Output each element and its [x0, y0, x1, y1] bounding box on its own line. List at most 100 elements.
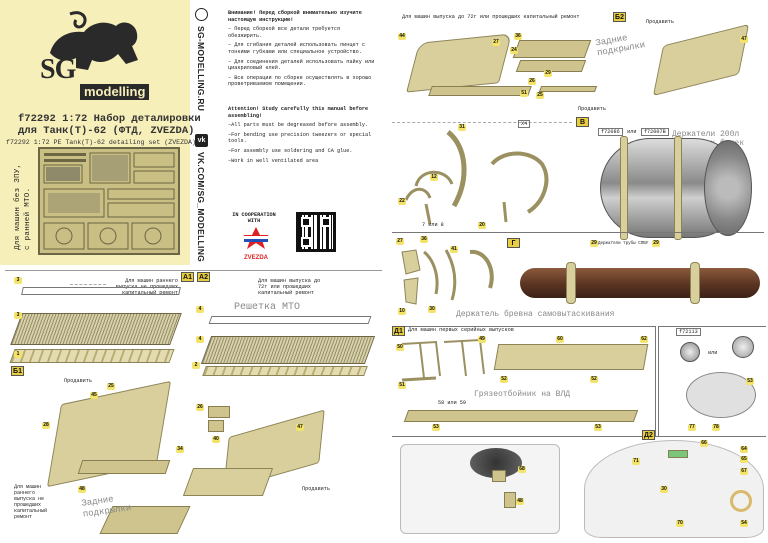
d2-bracket-a [492, 470, 506, 482]
part-number: 3 [14, 277, 22, 284]
part-number: 29 [652, 240, 660, 247]
part-number: 22 [398, 198, 406, 205]
part-number: 41 [450, 246, 458, 253]
part-number: 51 [398, 382, 406, 389]
part-number: 30 [428, 306, 436, 313]
b2-prodavit-top: Продавить [646, 19, 675, 25]
b1-prodavit-right: Продавить [302, 486, 331, 492]
part-number: 77 [688, 424, 696, 431]
logo-modelling-text: modelling [80, 84, 150, 100]
cooperation-label: IN COOPERATION WITH [232, 212, 276, 224]
part-number: 44 [398, 33, 406, 40]
part-number: 10 [398, 308, 406, 315]
b2-rail [428, 86, 532, 96]
part-number: 62 [640, 336, 648, 343]
instructions-en-item: –All parts must be degreased before asse… [228, 122, 369, 129]
part-number: 51 [520, 90, 528, 97]
part-number: 52 [500, 376, 508, 383]
part-number: 27 [492, 39, 500, 46]
web-column: SG-MODELLING.RU vk VK.COM/SG_MODELLING [192, 6, 212, 264]
part-number: 36 [514, 33, 522, 40]
d1-mudflap-strip [493, 344, 649, 370]
d1-header: Для машин первых серийных выпусков [408, 327, 514, 333]
log-clamp-1 [566, 262, 576, 304]
g-section-frame [392, 232, 764, 324]
fuel-ref-1-text: f72086 [598, 128, 623, 136]
instructions-en-item: –Work in well ventilated area [228, 157, 319, 164]
part-number: 25 [107, 383, 115, 390]
a2-frame-part [208, 316, 372, 324]
zvezda-star-icon [243, 227, 269, 249]
part-number: 25 [536, 92, 544, 99]
b1-bracket-part [208, 406, 230, 418]
d1-section-frame [392, 326, 656, 436]
part-number: 24 [510, 47, 518, 54]
cover-title-ru-1: f72292 1:72 Набор деталировки [18, 113, 201, 125]
part-number: 4 [196, 306, 204, 313]
b2-fender-right [652, 24, 750, 96]
f72113-or: или [708, 350, 718, 356]
vk-url[interactable]: VK.COM/SG_MODELLING [196, 152, 206, 263]
part-number: 47 [740, 36, 748, 43]
d2-section-frame [392, 436, 766, 538]
b1-prodavit-label: Продавить [64, 378, 93, 384]
part-number: 64 [740, 446, 748, 453]
fret-parts-drawing [43, 152, 175, 250]
section-g-badge: Г [507, 238, 520, 248]
zvezda-logo: ZVEZDA [238, 226, 274, 261]
a2-grille-part [202, 366, 368, 376]
part-number: 66 [700, 440, 708, 447]
a2-mesh-part [200, 336, 376, 364]
section-b2-badge: Б2 [613, 12, 626, 22]
part-number: 54 [740, 520, 748, 527]
part-number: 48 [78, 486, 86, 493]
part-number: 28 [42, 422, 50, 429]
part-number: 4 [196, 336, 204, 343]
part-number: 1 [14, 351, 22, 358]
part-number: 78 [712, 424, 720, 431]
sg-logo: SG modelling [40, 8, 150, 104]
part-number: 26 [528, 78, 536, 85]
b1-flap-right [182, 468, 274, 496]
d1-or-label: 58 или 59 [438, 400, 467, 406]
part-number: 40 [212, 436, 220, 443]
gryaz-label: Грязеотбойник на ВЛД [474, 390, 571, 399]
b1-mudguard-lower [77, 460, 171, 474]
coop-line-2: WITH [247, 218, 261, 224]
part-number: 53 [432, 424, 440, 431]
b1-side-note: Для машин раннего выпуска не прошедших к… [14, 484, 48, 520]
part-number: 67 [740, 468, 748, 475]
qr-code-icon[interactable] [296, 212, 336, 252]
a1-early-note: Для машин раннего выпуска не прошедших к… [115, 278, 178, 296]
instructions-en-title: Attention! Study carefully this manual b… [228, 105, 369, 119]
fuel-title-1: Держатели 200л [672, 130, 740, 139]
d1-bracket-parts [401, 338, 485, 382]
b2-rail-2 [538, 86, 598, 92]
instructions-ru-item: – Для соединения деталей использовать па… [228, 58, 375, 72]
zvezda-text: ZVEZDA [244, 255, 268, 261]
vk-icon: vk [195, 134, 208, 147]
part-number: 50 [396, 344, 404, 351]
site-url[interactable]: SG-MODELLING.RU [196, 26, 206, 112]
section-v-badge: В [576, 117, 589, 127]
part-number: 31 [458, 124, 466, 131]
logo-sg-text: SG [40, 54, 76, 85]
a1-frame-part [21, 287, 181, 295]
f72113-ref: f72113 [676, 328, 701, 336]
cover-side-note-2: с ранней МТО. [24, 187, 32, 250]
coop-line-1: IN COOPERATION [232, 212, 276, 218]
a2-late-note: Для машин выпуска до 72г или прошедших к… [258, 278, 321, 296]
part-number: 65 [740, 456, 748, 463]
cover-title-ru-2: для Танк(Т)-62 (ФТД, ZVEZDA) [18, 125, 195, 137]
a1-grille-part [9, 349, 175, 363]
instructions-ru-item: – Все операции по сборке осуществлять в … [228, 74, 372, 88]
d2-green-part [668, 450, 688, 458]
fuel-ref-2-text: f72007B [640, 128, 669, 136]
part-number: 20 [478, 222, 486, 229]
fuel-pipe-label: Держатели трубы СПВУ [598, 242, 649, 246]
headlight-part-2 [732, 336, 754, 358]
b1-bracket-part-2 [208, 420, 224, 432]
instructions-ru-item: – Перед сборкой все детали требуется обе… [228, 26, 341, 39]
part-number: 49 [478, 336, 486, 343]
part-number: 45 [90, 392, 98, 399]
